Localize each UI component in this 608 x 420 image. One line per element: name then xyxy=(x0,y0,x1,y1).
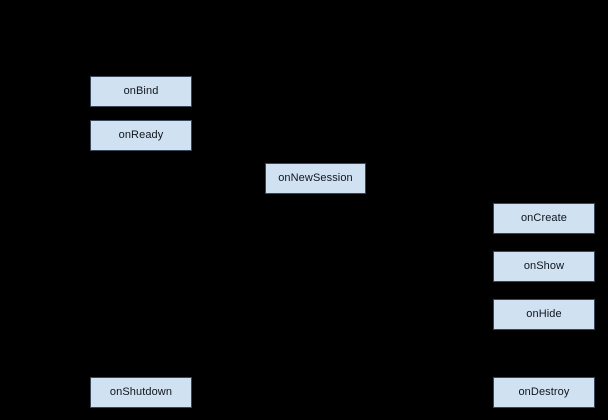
node-onNewSession[interactable]: onNewSession xyxy=(265,163,366,194)
node-label: onReady xyxy=(118,129,164,141)
node-onShutdown[interactable]: onShutdown xyxy=(90,377,192,408)
node-onBind[interactable]: onBind xyxy=(90,76,192,107)
node-label: onCreate xyxy=(520,212,568,224)
node-label: onDestroy xyxy=(518,386,570,398)
node-label: onShutdown xyxy=(109,386,173,398)
node-onShow[interactable]: onShow xyxy=(493,251,595,282)
node-label: onHide xyxy=(526,308,562,320)
node-label: onShow xyxy=(523,260,565,272)
node-label: onNewSession xyxy=(278,172,353,184)
node-label: onBind xyxy=(123,85,159,97)
node-onHide[interactable]: onHide xyxy=(493,299,595,330)
node-onCreate[interactable]: onCreate xyxy=(493,203,595,234)
node-onReady[interactable]: onReady xyxy=(90,120,192,151)
node-onDestroy[interactable]: onDestroy xyxy=(493,377,595,408)
